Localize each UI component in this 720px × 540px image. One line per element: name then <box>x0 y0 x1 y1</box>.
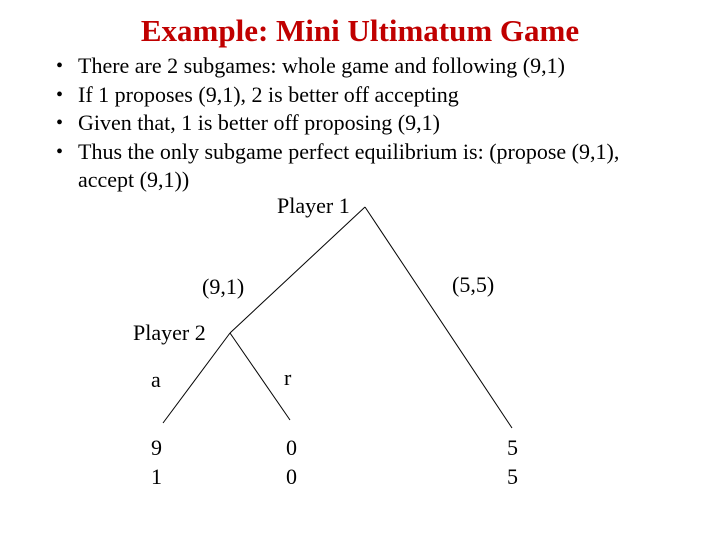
tree-branch-propose-55 <box>364 206 513 429</box>
bullet-item: There are 2 subgames: whole game and fol… <box>54 52 654 81</box>
payoff-accept-p2: 1 <box>151 464 162 489</box>
bullet-list: There are 2 subgames: whole game and fol… <box>54 52 654 195</box>
payoff-right-p1: 5 <box>507 435 518 460</box>
tree-branch-reject <box>229 332 291 421</box>
branch-label-propose-55: (5,5) <box>452 272 495 297</box>
tree-branch-accept <box>162 332 231 424</box>
payoff-reject: 0 0 <box>286 433 297 491</box>
branch-label-reject: r <box>284 365 292 390</box>
payoff-reject-p2: 0 <box>286 464 297 489</box>
player1-node-label: Player 1 <box>277 193 350 218</box>
bullet-item: If 1 proposes (9,1), 2 is better off acc… <box>54 81 654 110</box>
payoff-reject-p1: 0 <box>286 435 297 460</box>
branch-label-accept: a <box>151 367 161 392</box>
payoff-accept-p1: 9 <box>151 435 162 460</box>
branch-label-propose-91: (9,1) <box>202 274 245 299</box>
page-title: Example: Mini Ultimatum Game <box>140 13 580 48</box>
player2-node-label: Player 2 <box>133 320 206 345</box>
payoff-right-p2: 5 <box>507 464 518 489</box>
bullet-item: Thus the only subgame perfect equilibriu… <box>54 138 654 195</box>
payoff-accept: 9 1 <box>151 433 162 491</box>
payoff-right-branch: 5 5 <box>507 433 518 491</box>
tree-branch-propose-91 <box>229 206 366 334</box>
bullet-item: Given that, 1 is better off proposing (9… <box>54 109 654 138</box>
